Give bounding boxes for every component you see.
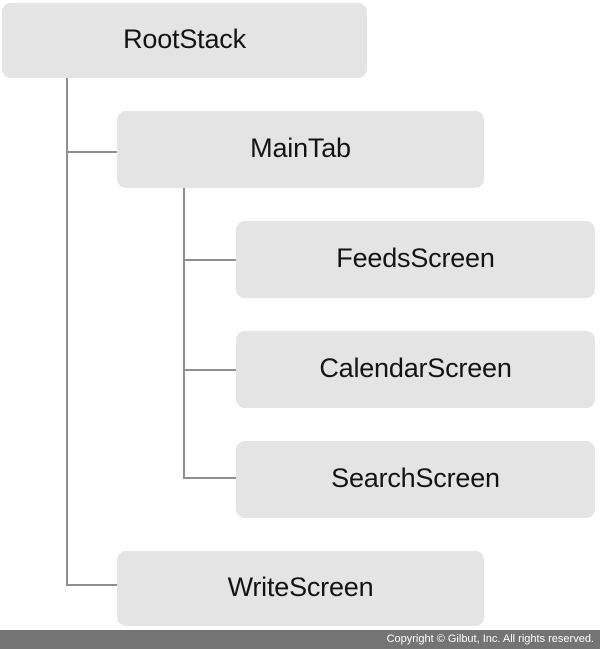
connector-trunk-rootstack <box>66 78 68 586</box>
node-feedsscreen: FeedsScreen <box>236 221 595 298</box>
connector-rootstack-to-maintab <box>66 151 118 153</box>
footer-copyright: Copyright © Gilbut, Inc. All rights rese… <box>386 633 594 645</box>
connector-maintab-to-feedsscreen <box>183 259 237 261</box>
connector-maintab-to-searchscreen <box>183 477 237 479</box>
node-rootstack-label: RootStack <box>123 24 246 54</box>
node-maintab-label: MainTab <box>250 133 351 163</box>
node-calendarscreen: CalendarScreen <box>236 331 595 408</box>
footer-bar <box>0 630 600 649</box>
connector-rootstack-to-writescreen <box>66 584 118 586</box>
connector-maintab-to-calendarscreen <box>183 369 237 371</box>
node-searchscreen: SearchScreen <box>236 441 595 518</box>
node-writescreen-label: WriteScreen <box>227 572 374 602</box>
node-calendarscreen-label: CalendarScreen <box>319 353 512 383</box>
node-maintab: MainTab <box>117 111 484 188</box>
node-searchscreen-label: SearchScreen <box>331 463 500 493</box>
connector-trunk-maintab <box>183 188 185 479</box>
node-rootstack: RootStack <box>2 3 367 78</box>
node-feedsscreen-label: FeedsScreen <box>336 243 495 273</box>
node-writescreen: WriteScreen <box>117 551 484 626</box>
